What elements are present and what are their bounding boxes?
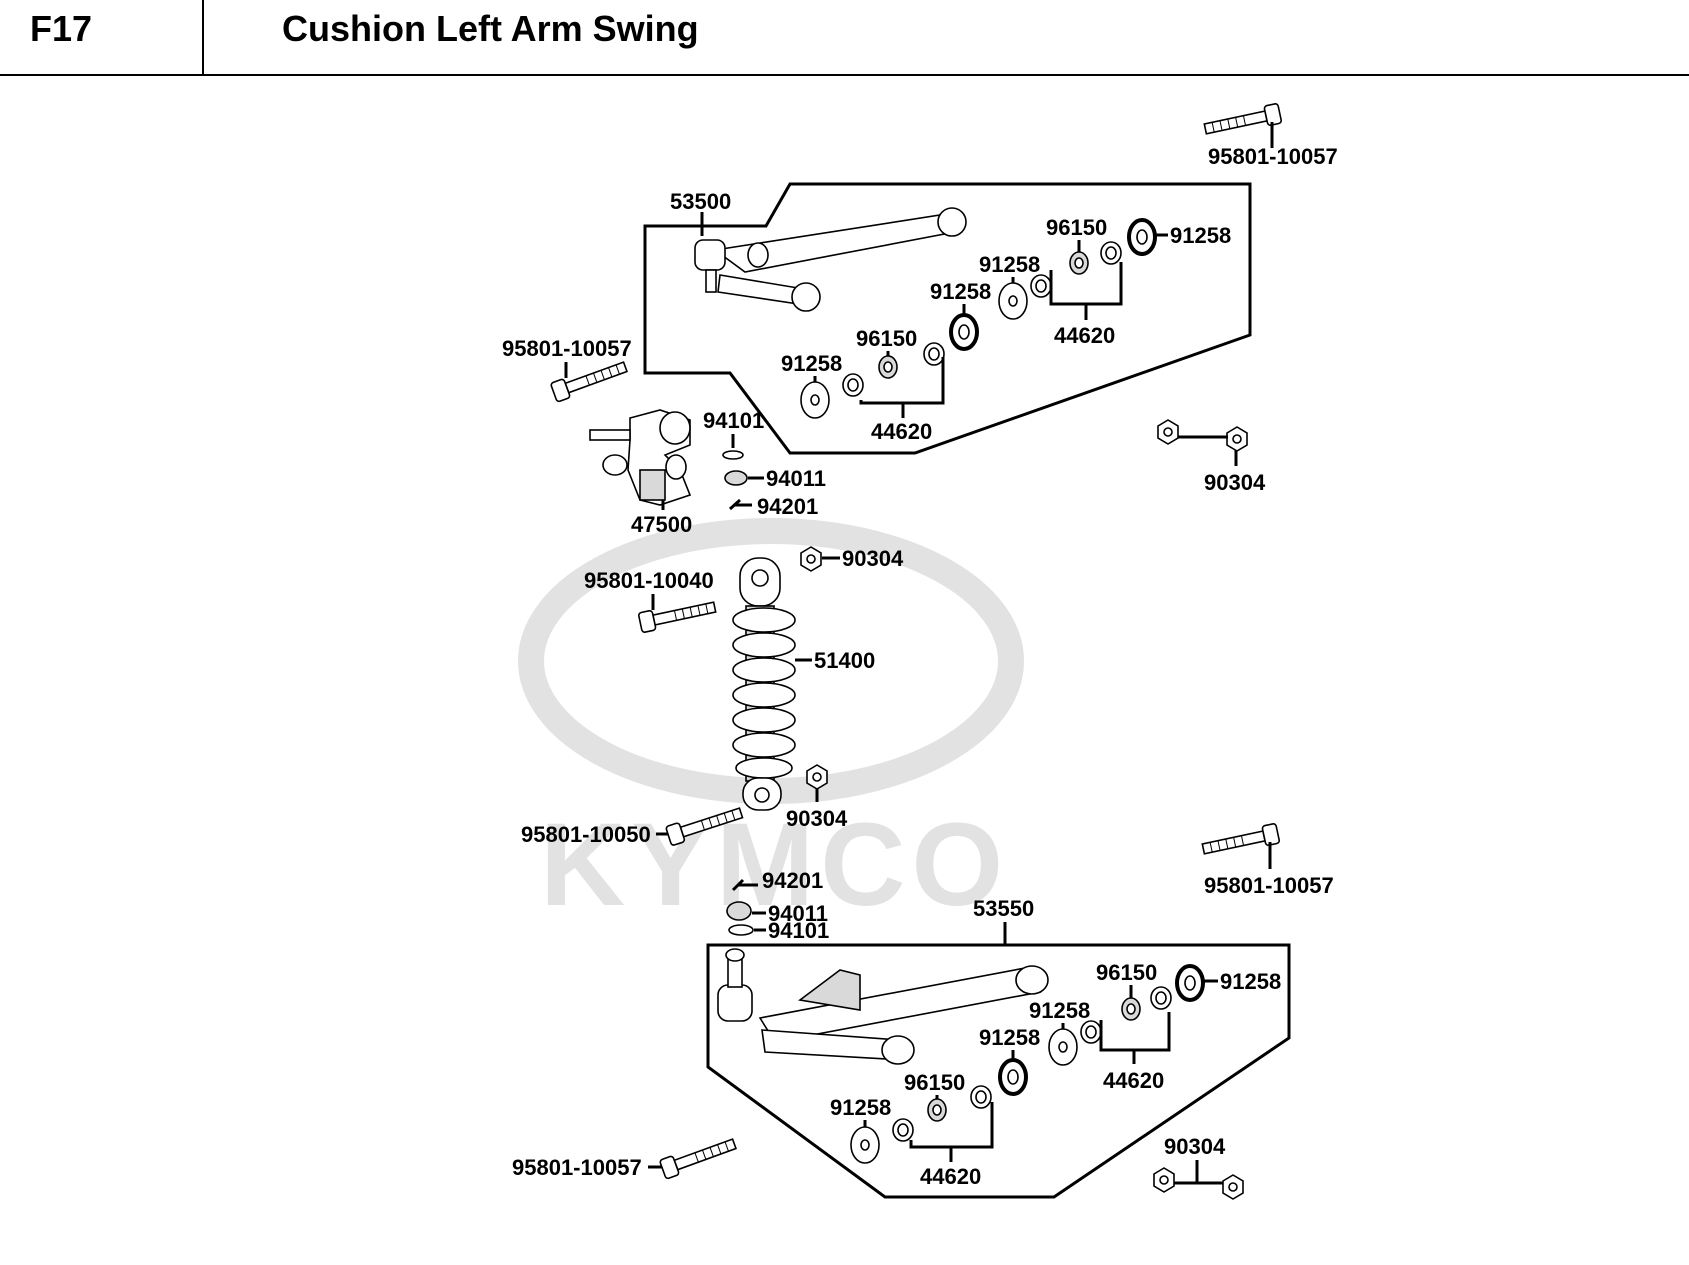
bearing-icon xyxy=(1121,997,1141,1021)
label-l-96150-b: 96150 xyxy=(904,1070,965,1095)
sleeve-icon xyxy=(1030,274,1052,298)
sleeve-icon xyxy=(923,342,945,366)
label-l-91258-c: 91258 xyxy=(979,1025,1040,1050)
bearing-icon xyxy=(1069,251,1089,275)
label-n-94011-b: 94011 xyxy=(768,901,828,926)
label-bolt-lower-left: 95801-10057 xyxy=(512,1155,642,1180)
label-l-91258-a: 91258 xyxy=(1220,969,1281,994)
label-lower-arm: 53550 xyxy=(973,896,1034,921)
label-w-94101-b: 94101 xyxy=(768,918,829,943)
sleeve-icon xyxy=(1150,986,1172,1010)
label-u-91258-c: 91258 xyxy=(930,279,991,304)
nut-icon xyxy=(806,764,828,790)
label-bolt-top-right: 95801-10057 xyxy=(1208,144,1338,169)
page-header: F17 Cushion Left Arm Swing xyxy=(0,0,1689,76)
label-knuckle: 47500 xyxy=(631,512,692,537)
label-l-91258-d: 91258 xyxy=(830,1095,891,1120)
label-nut-shock-bottom: 90304 xyxy=(786,806,848,831)
washer-icon xyxy=(850,1126,880,1164)
bolt-icon xyxy=(1200,822,1281,860)
sleeve-icon xyxy=(842,373,864,397)
castle-nut-icon xyxy=(724,470,748,486)
label-shock: 51400 xyxy=(814,648,875,673)
bolt-icon xyxy=(658,1133,739,1180)
bolt-icon xyxy=(549,356,630,403)
nut-icon xyxy=(800,546,822,572)
label-nut-upper: 90304 xyxy=(1204,470,1266,495)
label-l-44620-a: 44620 xyxy=(1103,1068,1164,1093)
bolt-icon xyxy=(1202,102,1283,140)
sleeve-icon xyxy=(970,1085,992,1109)
cotter-pin-icon xyxy=(731,878,758,892)
bearing-icon xyxy=(878,355,898,379)
label-u-91258-a: 91258 xyxy=(1170,223,1231,248)
label-upper-arm: 53500 xyxy=(670,189,731,214)
label-u-96150-b: 96150 xyxy=(856,326,917,351)
seal-icon xyxy=(949,313,979,351)
bolt-icon xyxy=(637,596,718,634)
cotter-pin-icon xyxy=(728,498,752,511)
shock-absorber-part xyxy=(732,557,796,811)
seal-icon xyxy=(1127,218,1157,256)
label-nut-shock-top: 90304 xyxy=(842,546,904,571)
label-nut-lower: 90304 xyxy=(1164,1134,1226,1159)
page-title: Cushion Left Arm Swing xyxy=(282,8,699,49)
label-bolt-shock-bottom: 95801-10050 xyxy=(521,822,651,847)
sleeve-icon xyxy=(1080,1020,1102,1044)
washer-icon xyxy=(728,924,754,936)
label-l-44620-b: 44620 xyxy=(920,1164,981,1189)
label-u-91258-b: 91258 xyxy=(979,252,1040,277)
label-bolt-lower-right: 95801-10057 xyxy=(1204,873,1334,898)
washer-icon xyxy=(998,282,1028,320)
parts-diagram: KYMCO 95801-10057 53500 96150 91258 9125… xyxy=(502,102,1338,1200)
seal-icon xyxy=(1175,964,1205,1002)
label-u-96150-a: 96150 xyxy=(1046,215,1107,240)
bearing-icon xyxy=(927,1098,947,1122)
label-n-94011-a: 94011 xyxy=(766,466,826,491)
label-w-94101-a: 94101 xyxy=(703,408,764,433)
sleeve-icon xyxy=(892,1118,914,1142)
seal-icon xyxy=(998,1058,1028,1096)
label-p-94201-b: 94201 xyxy=(762,868,823,893)
label-u-91258-d: 91258 xyxy=(781,351,842,376)
steering-knuckle-part xyxy=(589,409,692,506)
upper-arm-group-outline xyxy=(643,182,1252,455)
watermark-text: KYMCO xyxy=(540,799,1009,931)
label-p-94201-a: 94201 xyxy=(757,494,818,519)
sleeve-icon xyxy=(1100,241,1122,265)
figure-code: F17 xyxy=(30,8,93,49)
lower-arm-group-outline xyxy=(706,943,1291,1199)
label-u-44620-a: 44620 xyxy=(1054,323,1115,348)
castle-nut-icon xyxy=(726,901,752,921)
label-u-44620-b: 44620 xyxy=(871,419,932,444)
washer-icon xyxy=(1048,1028,1078,1066)
washer-icon xyxy=(800,381,830,419)
figure-code-cell: F17 xyxy=(0,0,204,74)
upper-a-arm-part xyxy=(694,207,967,312)
lower-a-arm-part xyxy=(717,948,1049,1065)
label-bolt-shock-top: 95801-10040 xyxy=(584,568,714,593)
label-bolt-upper-left: 95801-10057 xyxy=(502,336,632,361)
label-l-96150-a: 96150 xyxy=(1096,960,1157,985)
label-l-91258-b: 91258 xyxy=(1029,998,1090,1023)
washer-icon xyxy=(722,450,744,460)
